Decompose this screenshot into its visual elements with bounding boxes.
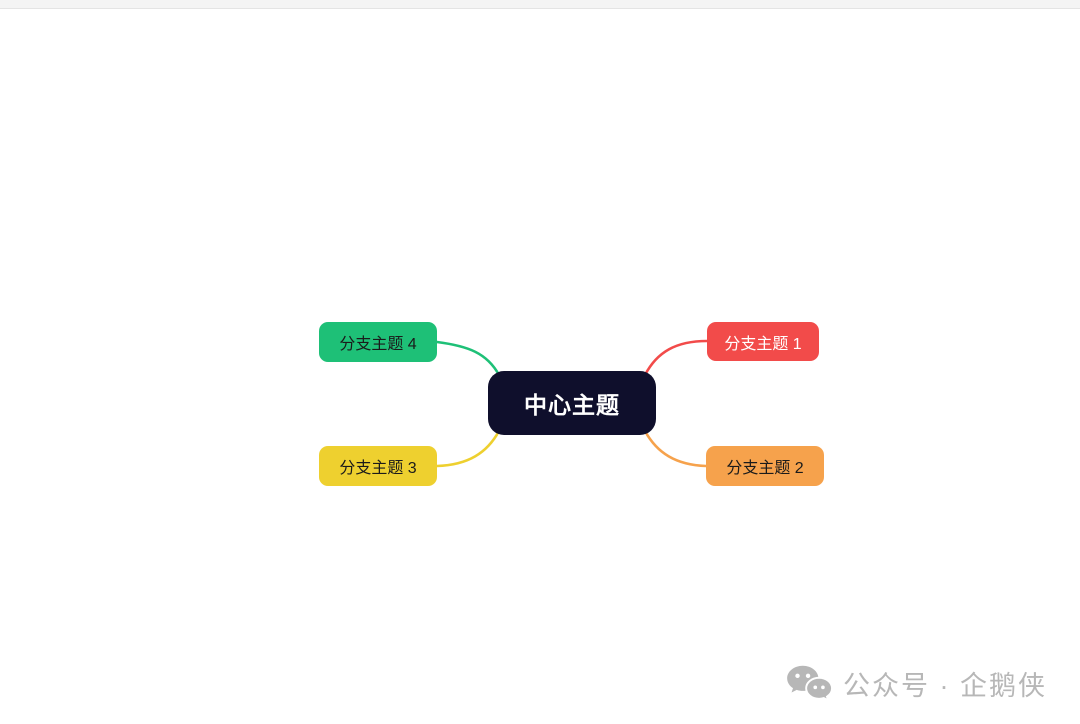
branch-topic-4-node[interactable]: 分支主题 4 xyxy=(319,322,437,362)
wechat-icon xyxy=(787,665,833,703)
central-topic-label: 中心主题 xyxy=(524,392,620,418)
watermark: 公众号 · 企鹅侠 xyxy=(786,664,1047,703)
connector-branch-2 xyxy=(643,429,708,468)
branch-topic-1-node[interactable]: 分支主题 1 xyxy=(707,322,819,361)
branch-topic-4-label: 分支主题 4 xyxy=(339,336,417,353)
connector-branch-1 xyxy=(643,339,709,377)
top-scrollbar-strip xyxy=(0,0,1080,9)
branch-topic-2-label: 分支主题 2 xyxy=(726,460,804,477)
central-topic-node[interactable]: 中心主题 xyxy=(488,371,656,435)
branch-topic-3-label: 分支主题 3 xyxy=(339,460,417,477)
branch-topic-1-label: 分支主题 1 xyxy=(724,335,802,353)
watermark-text: 公众号 · 企鹅侠 xyxy=(843,671,1047,701)
branch-topic-3-node[interactable]: 分支主题 3 xyxy=(319,446,437,486)
branch-topic-2-node[interactable]: 分支主题 2 xyxy=(706,446,824,486)
connector-branch-3 xyxy=(435,429,501,468)
connector-branch-4 xyxy=(435,340,501,377)
